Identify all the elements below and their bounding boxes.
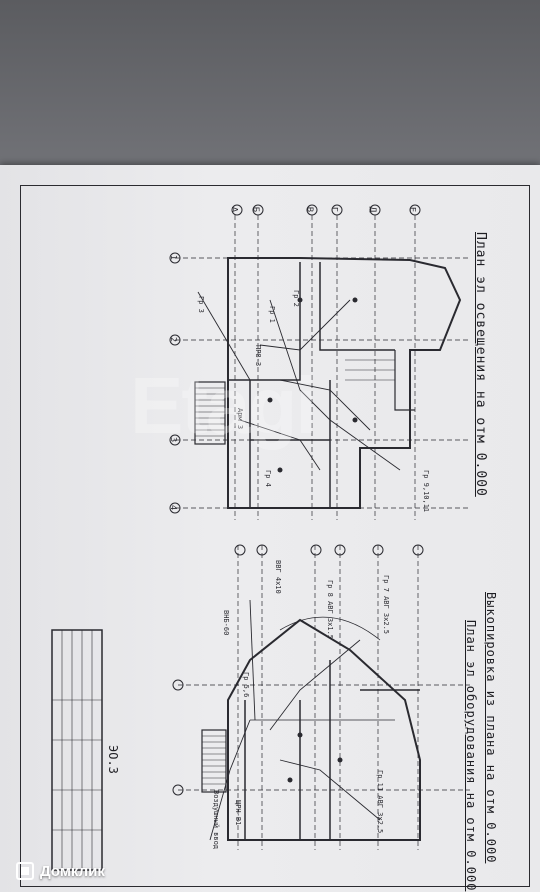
label-group-7: Гр 7 АВГ 3x2.5	[382, 575, 390, 635]
domclick-brand: Домклик	[16, 858, 105, 884]
plan-equipment-outline	[227, 618, 421, 841]
domclick-logo-icon	[16, 862, 34, 880]
title-outlet-copy: Выкопировка из плана на отм 0.000	[484, 592, 498, 864]
axis-d: Д	[368, 206, 378, 213]
label-vnb: ВНБ-60	[222, 610, 230, 636]
title-block	[51, 629, 103, 871]
drawing-sheet	[0, 165, 540, 892]
label-group-2: Гр 2	[292, 290, 300, 307]
label-group-3: Гр 3	[197, 296, 205, 313]
watermark: Etagi	[130, 361, 318, 450]
label-group-11: Гр 11 АВГ 3x2.5	[376, 770, 384, 834]
label-group-1: Гр 1	[268, 306, 276, 323]
label-group-4: Гр 4	[264, 470, 272, 487]
label-vvg-cable: ВВГ 4x10	[274, 560, 282, 594]
axis-g: Г	[329, 207, 339, 212]
axis-b: Б	[251, 206, 261, 213]
label-shrn: ЩРН-В1	[234, 800, 242, 826]
label-group-9-11: Гр 9,10,11	[422, 470, 430, 513]
drawing-frame	[20, 185, 530, 887]
axis-a: А	[230, 206, 240, 213]
brand-name: Домклик	[40, 862, 105, 880]
label-group-5-6: Гр 5,6	[242, 672, 250, 698]
sheet-number: ЭО.3	[106, 745, 120, 774]
axis-v: В	[305, 206, 315, 213]
title-lighting-plan: План эл освещения на отм 0.000	[473, 232, 488, 497]
title-equipment-plan: План эл оборудования на отм 0.000	[464, 620, 478, 892]
axis-e: Е	[408, 206, 418, 213]
axis-4: 4	[169, 504, 179, 511]
axis-1: 1	[169, 254, 179, 261]
label-air-input: Воздушный ввод	[212, 790, 220, 850]
axis-2: 2	[169, 336, 179, 343]
label-group-8: Гр 8 АВГ 3x1.5	[326, 580, 334, 640]
